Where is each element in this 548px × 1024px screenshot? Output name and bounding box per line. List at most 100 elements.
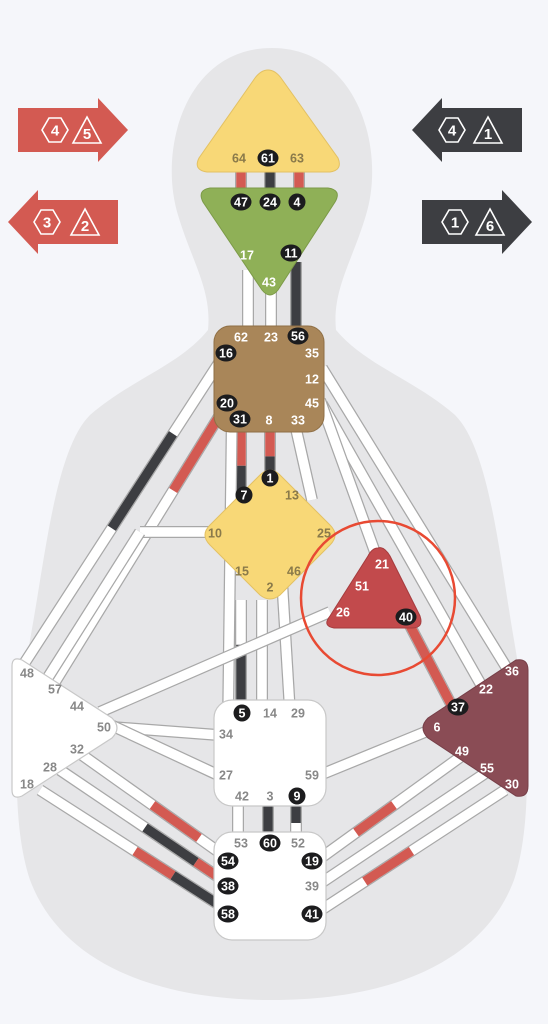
ajna-center[interactable] — [200, 187, 338, 296]
gate-9[interactable]: 9 — [288, 787, 306, 805]
gate-64[interactable]: 64 — [232, 151, 246, 165]
gate-11[interactable]: 11 — [280, 244, 302, 262]
gate-26[interactable]: 26 — [336, 605, 350, 619]
gate-20[interactable]: 20 — [216, 394, 238, 412]
gate-29[interactable]: 29 — [291, 706, 305, 720]
gate-40[interactable]: 40 — [395, 608, 417, 626]
gate-42[interactable]: 42 — [235, 789, 249, 803]
gate-activation-badge — [280, 244, 302, 262]
gate-2[interactable]: 2 — [267, 580, 274, 594]
gate-48[interactable]: 48 — [20, 666, 34, 680]
gate-31[interactable]: 31 — [229, 410, 251, 428]
gate-12[interactable]: 12 — [305, 372, 319, 386]
gate-22[interactable]: 22 — [479, 682, 493, 696]
gate-47[interactable]: 47 — [230, 193, 252, 211]
sacral-center[interactable] — [213, 699, 327, 807]
channel-fill — [315, 766, 493, 889]
gate-54[interactable]: 54 — [217, 852, 239, 870]
gate-14[interactable]: 14 — [263, 706, 277, 720]
gate-10[interactable]: 10 — [208, 526, 222, 540]
gate-51[interactable]: 51 — [355, 579, 369, 593]
g-center[interactable] — [204, 469, 336, 600]
gate-6[interactable]: 6 — [434, 720, 441, 734]
triangle-icon — [69, 207, 101, 236]
gate-58[interactable]: 58 — [217, 905, 239, 923]
gate-number: 50 — [97, 720, 111, 734]
gate-27[interactable]: 27 — [219, 768, 233, 782]
gate-number: 10 — [208, 526, 222, 540]
arrow-bottom-left[interactable]: 3 2 — [8, 190, 118, 254]
gate-55[interactable]: 55 — [480, 761, 494, 775]
gate-number: 35 — [305, 346, 319, 360]
gate-activation-badge — [217, 877, 239, 895]
gate-3[interactable]: 3 — [267, 789, 274, 803]
gate-number: 36 — [505, 664, 519, 678]
gate-15[interactable]: 15 — [235, 564, 249, 578]
gate-18[interactable]: 18 — [20, 777, 34, 791]
heart-center[interactable] — [326, 547, 422, 629]
arrow-bottom-right[interactable]: 1 6 — [422, 190, 532, 254]
gate-45[interactable]: 45 — [305, 396, 319, 410]
throat-center[interactable] — [213, 325, 325, 433]
gate-8[interactable]: 8 — [266, 413, 273, 427]
gate-number: 20 — [220, 396, 234, 410]
gate-21[interactable]: 21 — [375, 557, 389, 571]
gate-19[interactable]: 19 — [301, 852, 323, 870]
gate-number: 5 — [239, 706, 246, 720]
channel-10-57b — [34, 528, 146, 694]
gate-37[interactable]: 37 — [447, 698, 469, 716]
gate-52[interactable]: 52 — [291, 836, 305, 850]
gate-4[interactable]: 4 — [288, 193, 306, 211]
gate-13[interactable]: 13 — [285, 488, 299, 502]
gate-38[interactable]: 38 — [217, 877, 239, 895]
gate-35[interactable]: 35 — [305, 346, 319, 360]
gate-57[interactable]: 57 — [48, 682, 62, 696]
gate-25[interactable]: 25 — [317, 526, 331, 540]
gate-28[interactable]: 28 — [43, 760, 57, 774]
head-center[interactable] — [196, 69, 340, 173]
gate-60[interactable]: 60 — [259, 834, 281, 852]
centers-layer — [11, 69, 529, 941]
gate-number: 28 — [43, 760, 57, 774]
gate-34[interactable]: 34 — [219, 727, 233, 741]
gate-7[interactable]: 7 — [235, 486, 253, 504]
channel-fill — [97, 715, 221, 780]
gate-63[interactable]: 63 — [290, 151, 304, 165]
gate-41[interactable]: 41 — [301, 905, 323, 923]
gate-61[interactable]: 61 — [257, 149, 279, 167]
gate-59[interactable]: 59 — [305, 768, 319, 782]
arrow-top-right[interactable]: 4 1 — [412, 98, 522, 162]
gate-39[interactable]: 39 — [305, 879, 319, 893]
gate-23[interactable]: 23 — [264, 330, 278, 344]
gate-33[interactable]: 33 — [291, 413, 305, 427]
gate-30[interactable]: 30 — [505, 777, 519, 791]
gate-62[interactable]: 62 — [234, 330, 248, 344]
gate-17[interactable]: 17 — [240, 248, 254, 262]
gate-24[interactable]: 24 — [259, 193, 281, 211]
gate-46[interactable]: 46 — [287, 564, 301, 578]
gate-1[interactable]: 1 — [261, 469, 279, 487]
gate-56[interactable]: 56 — [287, 327, 309, 345]
gate-16[interactable]: 16 — [215, 344, 237, 362]
channel-35-36 — [316, 364, 514, 674]
gate-44[interactable]: 44 — [70, 699, 84, 713]
root-center[interactable] — [213, 831, 327, 941]
gate-49[interactable]: 49 — [455, 744, 469, 758]
gate-5[interactable]: 5 — [233, 704, 251, 722]
spleen-center[interactable] — [11, 658, 118, 798]
gate-43[interactable]: 43 — [262, 275, 276, 289]
gate-activation-badge — [395, 608, 417, 626]
gate-number: 56 — [291, 329, 305, 343]
gate-number: 49 — [455, 744, 469, 758]
gate-36[interactable]: 36 — [505, 664, 519, 678]
arrow-top-left[interactable]: 4 5 — [18, 98, 128, 162]
gate-32[interactable]: 32 — [70, 742, 84, 756]
gate-number: 31 — [233, 412, 247, 426]
gate-53[interactable]: 53 — [234, 836, 248, 850]
solar-plexus-center[interactable] — [422, 659, 529, 797]
channel-16-48 — [14, 351, 230, 674]
gate-number: 33 — [291, 413, 305, 427]
gate-activation-badge — [217, 852, 239, 870]
gate-50[interactable]: 50 — [97, 720, 111, 734]
